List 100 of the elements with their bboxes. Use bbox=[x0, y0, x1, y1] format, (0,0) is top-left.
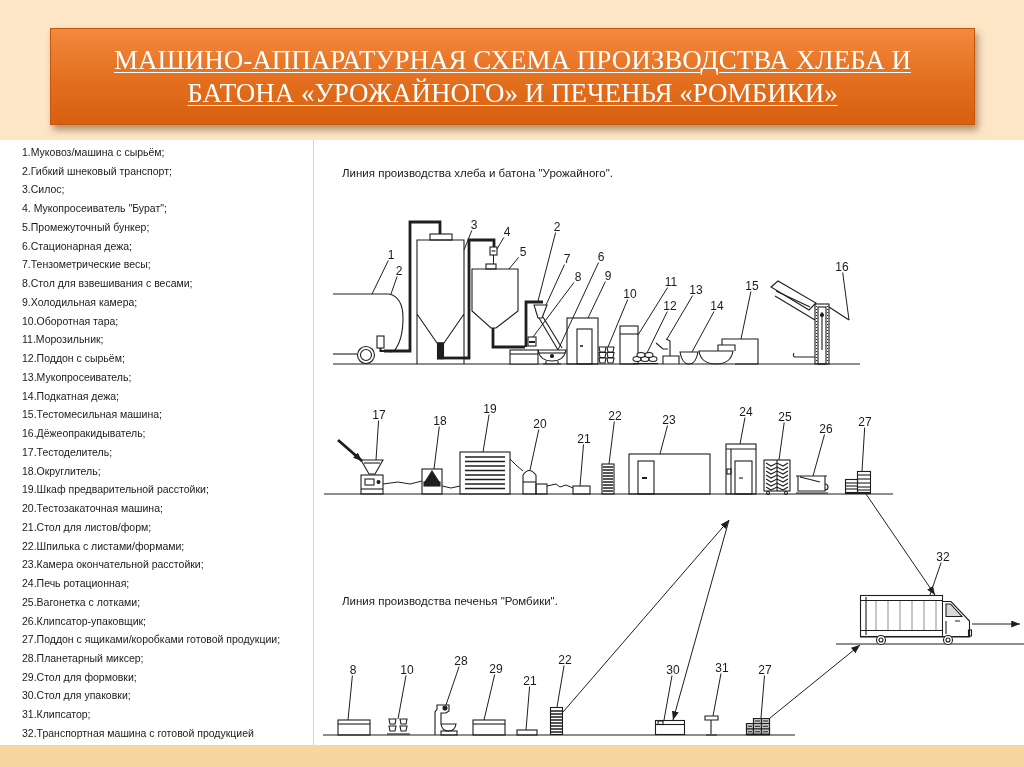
equipment-list-item: 16.Дёжеопракидыватель; bbox=[22, 427, 146, 440]
leader-line bbox=[842, 272, 850, 321]
scale-table-drawing bbox=[510, 337, 538, 364]
pipe-line bbox=[491, 328, 525, 349]
leader-line bbox=[760, 675, 765, 719]
leader-line bbox=[666, 295, 694, 340]
callout-number: 9 bbox=[603, 270, 613, 282]
equipment-list-item: 31.Клипсатор; bbox=[22, 708, 91, 721]
mixer-drawing bbox=[435, 705, 457, 735]
cabinet-drawing bbox=[620, 326, 638, 364]
sacks-pallet-drawing bbox=[633, 352, 658, 364]
equipment-list-item: 22.Шпилька с листами/формами; bbox=[22, 539, 185, 552]
leader-line bbox=[659, 425, 668, 455]
shelf-cabinet-drawing bbox=[460, 452, 510, 494]
connecting-line bbox=[546, 483, 574, 489]
equipment-list-item: 21.Стол для листов/форм; bbox=[22, 520, 152, 533]
flow-arrow bbox=[562, 519, 730, 713]
mixer-drawing bbox=[699, 339, 758, 364]
equipment-list-item: 19.Шкаф предварительной расстойки; bbox=[22, 483, 209, 496]
equipment-list-item: 5.Промежуточный бункер; bbox=[22, 220, 150, 233]
callout-number: 18 bbox=[432, 415, 448, 427]
callout-number: 2 bbox=[552, 221, 562, 233]
equipment-list-item: 11.Морозильник; bbox=[22, 333, 104, 346]
callout-number: 21 bbox=[522, 675, 538, 687]
equipment-list-item: 26.Клипсатор-упаковщик; bbox=[22, 614, 147, 627]
slide-title: МАШИНО-АППАРАТУРНАЯ СХЕМА ПРОИЗВОДСТВА ХЛЕБА И БАТОНА «УРОЖАЙНОГО» И ПЕЧЕНЬЯ «РОМБИКИ» bbox=[112, 43, 913, 110]
leader-line bbox=[778, 422, 785, 461]
equipment-list-item: 24.Печь ротационная; bbox=[22, 577, 130, 589]
hopper-drawing bbox=[472, 264, 518, 328]
callout-number: 3 bbox=[469, 219, 479, 231]
connecting-line bbox=[382, 480, 423, 485]
callout-number: 28 bbox=[453, 655, 469, 667]
leader-line bbox=[445, 666, 460, 706]
leader-line bbox=[587, 281, 606, 319]
tanker-truck-drawing bbox=[333, 294, 384, 364]
callout-number: 22 bbox=[607, 410, 623, 422]
oven-drawing bbox=[726, 444, 756, 494]
leader-line bbox=[646, 311, 668, 354]
callout-number: 27 bbox=[857, 416, 873, 428]
leader-line bbox=[579, 444, 584, 487]
callout-number: 21 bbox=[576, 433, 592, 445]
leader-line bbox=[637, 287, 669, 336]
callout-number: 8 bbox=[573, 271, 583, 283]
rack-drawing bbox=[602, 464, 614, 494]
leader-line bbox=[463, 230, 473, 251]
equipment-list-item: 10.Оборотная тара; bbox=[22, 314, 119, 327]
equipment-list-item: 17.Тестоделитель; bbox=[22, 445, 113, 458]
callout-number: 17 bbox=[371, 409, 387, 421]
hopper-machine-drawing bbox=[361, 460, 383, 494]
equipment-list-item: 29.Стол для формовки; bbox=[22, 670, 137, 683]
chamber-drawing bbox=[567, 318, 598, 364]
chamber-drawing bbox=[629, 454, 710, 494]
callout-number: 32 bbox=[935, 551, 951, 563]
callout-number: 10 bbox=[622, 288, 638, 300]
containers-drawing bbox=[599, 347, 614, 363]
table-drawing bbox=[473, 720, 505, 735]
flow-arrow bbox=[672, 519, 730, 721]
machine-drawing bbox=[422, 469, 442, 494]
leader-line bbox=[712, 673, 722, 717]
callout-number: 5 bbox=[518, 246, 528, 258]
equipment-list-item: 28.Планетарный миксер; bbox=[22, 651, 144, 664]
table-drawing bbox=[338, 720, 370, 735]
equipment-list-item: 4. Мукопросеиватель "Бурат"; bbox=[22, 202, 167, 215]
flow-arrow bbox=[769, 644, 861, 719]
funnel-chute-drawing bbox=[534, 305, 562, 350]
callout-number: 11 bbox=[663, 276, 679, 288]
callout-number: 27 bbox=[757, 664, 773, 676]
equipment-list-item: 6.Стационарная дежа; bbox=[22, 239, 132, 252]
line-heading: Линия производства печенья "Ромбики". bbox=[342, 595, 558, 608]
callout-number: 15 bbox=[744, 280, 760, 292]
callout-number: 16 bbox=[834, 261, 850, 273]
equipment-list-item: 13.Мукопросеиватель; bbox=[22, 370, 132, 383]
equipment-list-item: 27.Поддон с ящиками/коробками готовой продукции; bbox=[22, 633, 281, 646]
callout-number: 10 bbox=[399, 664, 415, 676]
hose-drawing bbox=[384, 294, 404, 352]
leader-line bbox=[861, 427, 866, 472]
equipment-list-item: 9.Холодильная камера; bbox=[22, 295, 138, 308]
equipment-list-item: 3.Силос; bbox=[22, 183, 65, 196]
callout-number: 13 bbox=[688, 284, 704, 296]
crates-drawing bbox=[746, 718, 770, 735]
equipment-list-item: 14.Подкатная дежа; bbox=[22, 389, 119, 402]
leader-line bbox=[525, 686, 531, 731]
table-drawing bbox=[573, 486, 590, 494]
sifter-drawing bbox=[490, 247, 497, 255]
leader-line bbox=[397, 675, 407, 720]
callout-number: 4 bbox=[502, 226, 512, 238]
flow-arrow bbox=[865, 493, 936, 596]
conveyor-pipe-drawing bbox=[525, 301, 543, 348]
connecting-line bbox=[493, 254, 494, 265]
equipment-list-item: 18.Округлитель; bbox=[22, 464, 101, 477]
leader-line bbox=[496, 237, 505, 250]
callout-number: 24 bbox=[738, 406, 754, 418]
callout-number: 20 bbox=[532, 418, 548, 430]
callout-number: 12 bbox=[662, 300, 678, 312]
callout-number: 30 bbox=[665, 664, 681, 676]
leader-line bbox=[691, 311, 715, 353]
callout-number: 23 bbox=[661, 414, 677, 426]
leader-line bbox=[740, 291, 752, 340]
equipment-list-item: 1.Муковоз/машина с сырьём; bbox=[22, 146, 165, 158]
rack-drawing bbox=[550, 707, 563, 735]
